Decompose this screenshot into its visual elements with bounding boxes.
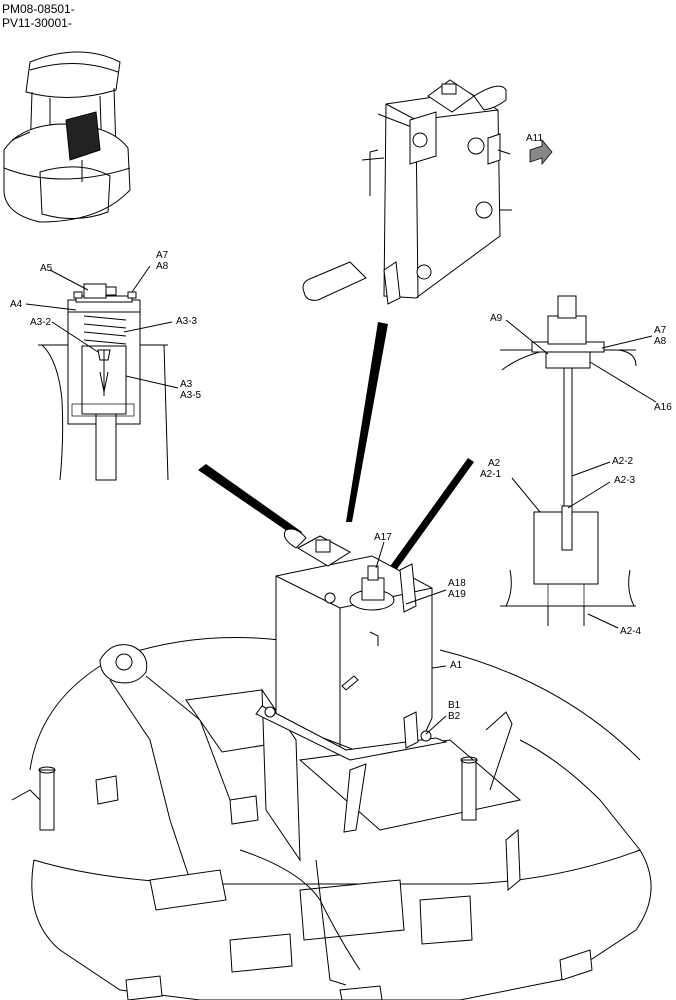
callout-a18: A18 — [448, 578, 466, 589]
callout-a16: A16 — [654, 402, 672, 413]
callout-a3-3: A3-3 — [176, 316, 198, 327]
callout-a9: A9 — [490, 313, 503, 324]
callout-a8-left: A8 — [156, 261, 169, 272]
callout-labels: A5 A7 A8 A4 A3-2 A3-3 A3 A3-5 A11 A9 A7 … — [10, 133, 672, 722]
callout-a3: A3 — [180, 379, 193, 390]
suction-filter-cutaway-detail — [500, 295, 657, 629]
callout-a4: A4 — [10, 299, 23, 310]
part-range-line-1: PM08-08501- — [2, 2, 75, 16]
callout-a19: A19 — [448, 589, 466, 600]
machine-overview-thumbnail — [3, 51, 131, 223]
callout-b2: B2 — [448, 711, 461, 722]
part-range-line-2: PV11-30001- — [2, 16, 72, 30]
callout-a7-right: A7 — [654, 325, 667, 336]
detail-pointer-wedges — [198, 322, 474, 576]
callout-a1: A1 — [450, 660, 463, 671]
callout-a3-5: A3-5 — [180, 390, 202, 401]
upper-frame-chassis — [11, 637, 652, 1000]
callout-a11: A11 — [526, 133, 543, 144]
reservoir-tank-assembly-top-view — [302, 79, 553, 305]
reservoir-cap-cutaway-detail — [25, 265, 179, 481]
callout-b1: B1 — [448, 700, 461, 711]
callout-a17: A17 — [374, 532, 392, 543]
hydraulic-reservoir-tank — [255, 528, 448, 833]
callout-a2-2: A2-2 — [612, 456, 634, 467]
callout-a5: A5 — [40, 263, 53, 274]
callout-a8-right: A8 — [654, 336, 667, 347]
callout-a2-4: A2-4 — [620, 626, 642, 637]
callout-a3-2: A3-2 — [30, 317, 52, 328]
callout-a2: A2 — [488, 458, 501, 469]
callout-a2-1: A2-1 — [480, 469, 502, 480]
callout-a7-left: A7 — [156, 250, 169, 261]
callout-a2-3: A2-3 — [614, 475, 636, 486]
